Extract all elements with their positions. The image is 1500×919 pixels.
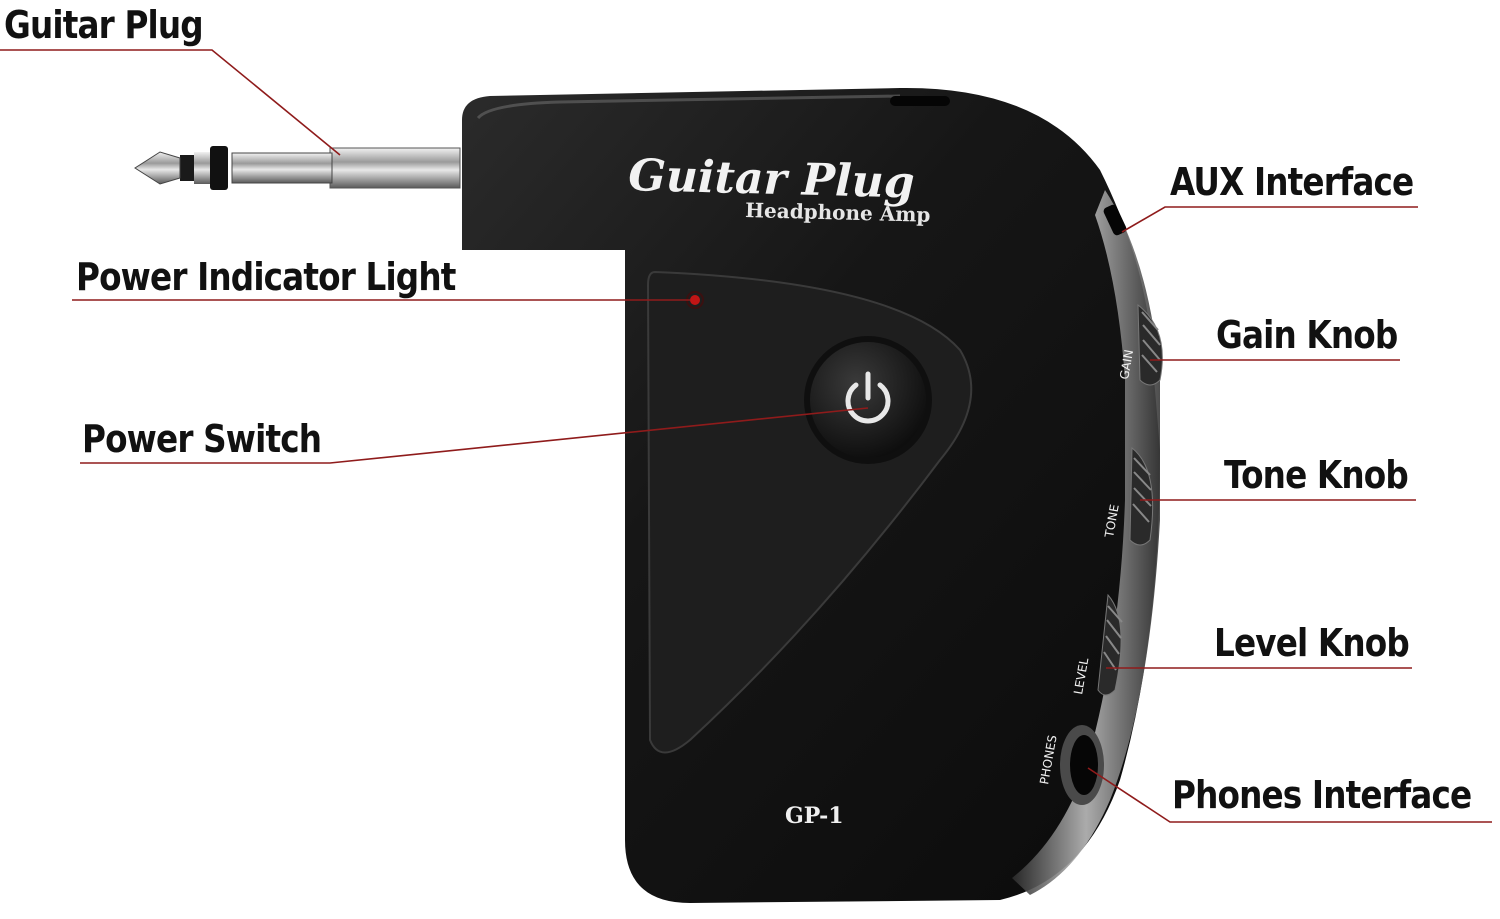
power-switch-button[interactable] xyxy=(804,336,932,464)
device-model: GP-1 xyxy=(785,803,844,829)
leader-lines xyxy=(0,49,1492,823)
label-aux-interface: AUX Interface xyxy=(1170,160,1414,204)
aux-interface-port xyxy=(1103,204,1127,236)
device-brand-logo: Guitar Plug xyxy=(628,150,915,208)
level-knob[interactable] xyxy=(1097,593,1123,696)
label-phones-interface: Phones Interface xyxy=(1172,773,1472,817)
phones-interface-jack xyxy=(1060,725,1104,805)
gain-knob-label: GAIN xyxy=(1117,349,1136,381)
guitar-plug-jack xyxy=(134,146,461,190)
label-gain-knob: Gain Knob xyxy=(1216,313,1398,357)
tone-knob-label: TONE xyxy=(1102,503,1122,539)
level-knob-label: LEVEL xyxy=(1071,657,1091,696)
device-subtitle: Headphone Amp xyxy=(745,198,931,227)
power-indicator-led xyxy=(690,295,700,305)
label-power-switch: Power Switch xyxy=(82,417,322,461)
label-level-knob: Level Knob xyxy=(1214,621,1410,665)
side-chrome-strip xyxy=(1012,190,1160,895)
label-power-indicator-light: Power Indicator Light xyxy=(76,255,456,299)
power-icon xyxy=(845,371,891,424)
gain-knob[interactable] xyxy=(1137,303,1163,386)
label-tone-knob: Tone Knob xyxy=(1224,453,1409,497)
label-guitar-plug: Guitar Plug xyxy=(4,3,204,47)
tone-knob[interactable] xyxy=(1129,446,1154,546)
